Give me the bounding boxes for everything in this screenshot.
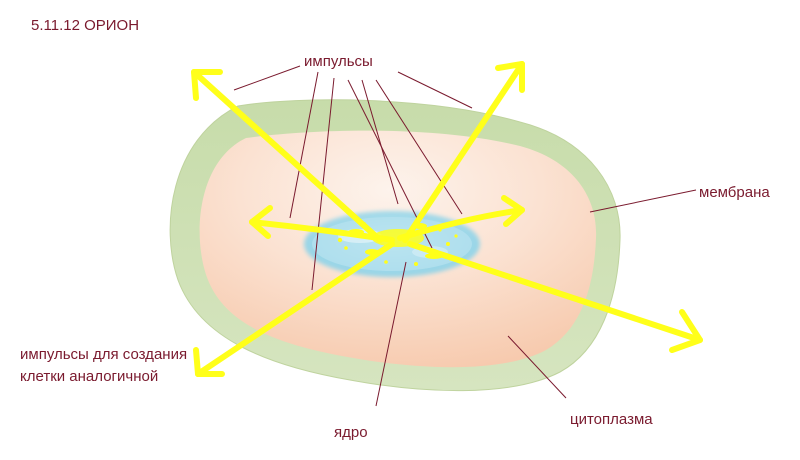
impulse-origin-speckles [328, 222, 458, 266]
page-title: 5.11.12 ОРИОН [31, 17, 140, 34]
arrow-up-right [402, 61, 525, 243]
arrow-up-left [191, 69, 383, 243]
impulse-arrows [191, 61, 703, 377]
label-membrane: мембрана [699, 184, 770, 201]
label-impulses: импульсы [304, 53, 373, 70]
arrow-down-left [193, 241, 395, 377]
label-nucleus: ядро [334, 424, 368, 441]
leader-lines [233, 65, 697, 407]
label-cytoplasm: цитоплазма [570, 411, 653, 428]
arrow-down-right [407, 241, 703, 353]
label-impulses-new-cell: импульсы для создания клетки аналогичной [20, 346, 188, 385]
